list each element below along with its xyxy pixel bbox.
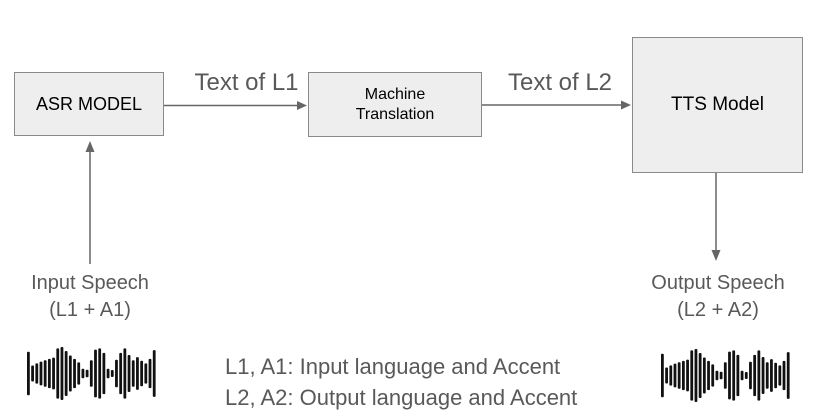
output-speech-line1: Output Speech — [651, 272, 785, 294]
edge-label-text-of-l1: Text of L1 — [194, 69, 299, 96]
output-speech-line2: (L2 + A2) — [677, 299, 759, 321]
arrow-input-to-asr — [85, 141, 95, 264]
input-waveform-icon — [27, 347, 156, 400]
output-speech-label: Output Speech (L2 + A2) — [648, 270, 788, 324]
asr-model-box: ASR MODEL — [14, 72, 164, 136]
output-waveform-icon — [661, 349, 790, 402]
input-speech-line1: Input Speech — [31, 272, 149, 294]
arrow-mt-to-tts — [482, 100, 631, 110]
legend-line2: L2, A2: Output language and Accent — [225, 385, 578, 410]
legend: L1, A1: Input language and Accent L2, A2… — [225, 351, 577, 413]
tts-model-label: TTS Model — [671, 94, 764, 115]
input-speech-label: Input Speech (L1 + A1) — [20, 270, 160, 324]
edge-label-text-of-l2: Text of L2 — [507, 69, 613, 96]
input-speech-line2: (L1 + A1) — [49, 299, 131, 321]
machine-translation-label: Machine Translation — [355, 85, 435, 123]
legend-line1: L1, A1: Input language and Accent — [225, 354, 561, 379]
asr-model-label: ASR MODEL — [35, 93, 143, 114]
arrow-tts-to-output — [711, 173, 721, 261]
arrow-asr-to-mt — [164, 101, 307, 110]
tts-model-box: TTS Model — [632, 37, 803, 173]
machine-translation-box: Machine Translation — [308, 72, 482, 137]
